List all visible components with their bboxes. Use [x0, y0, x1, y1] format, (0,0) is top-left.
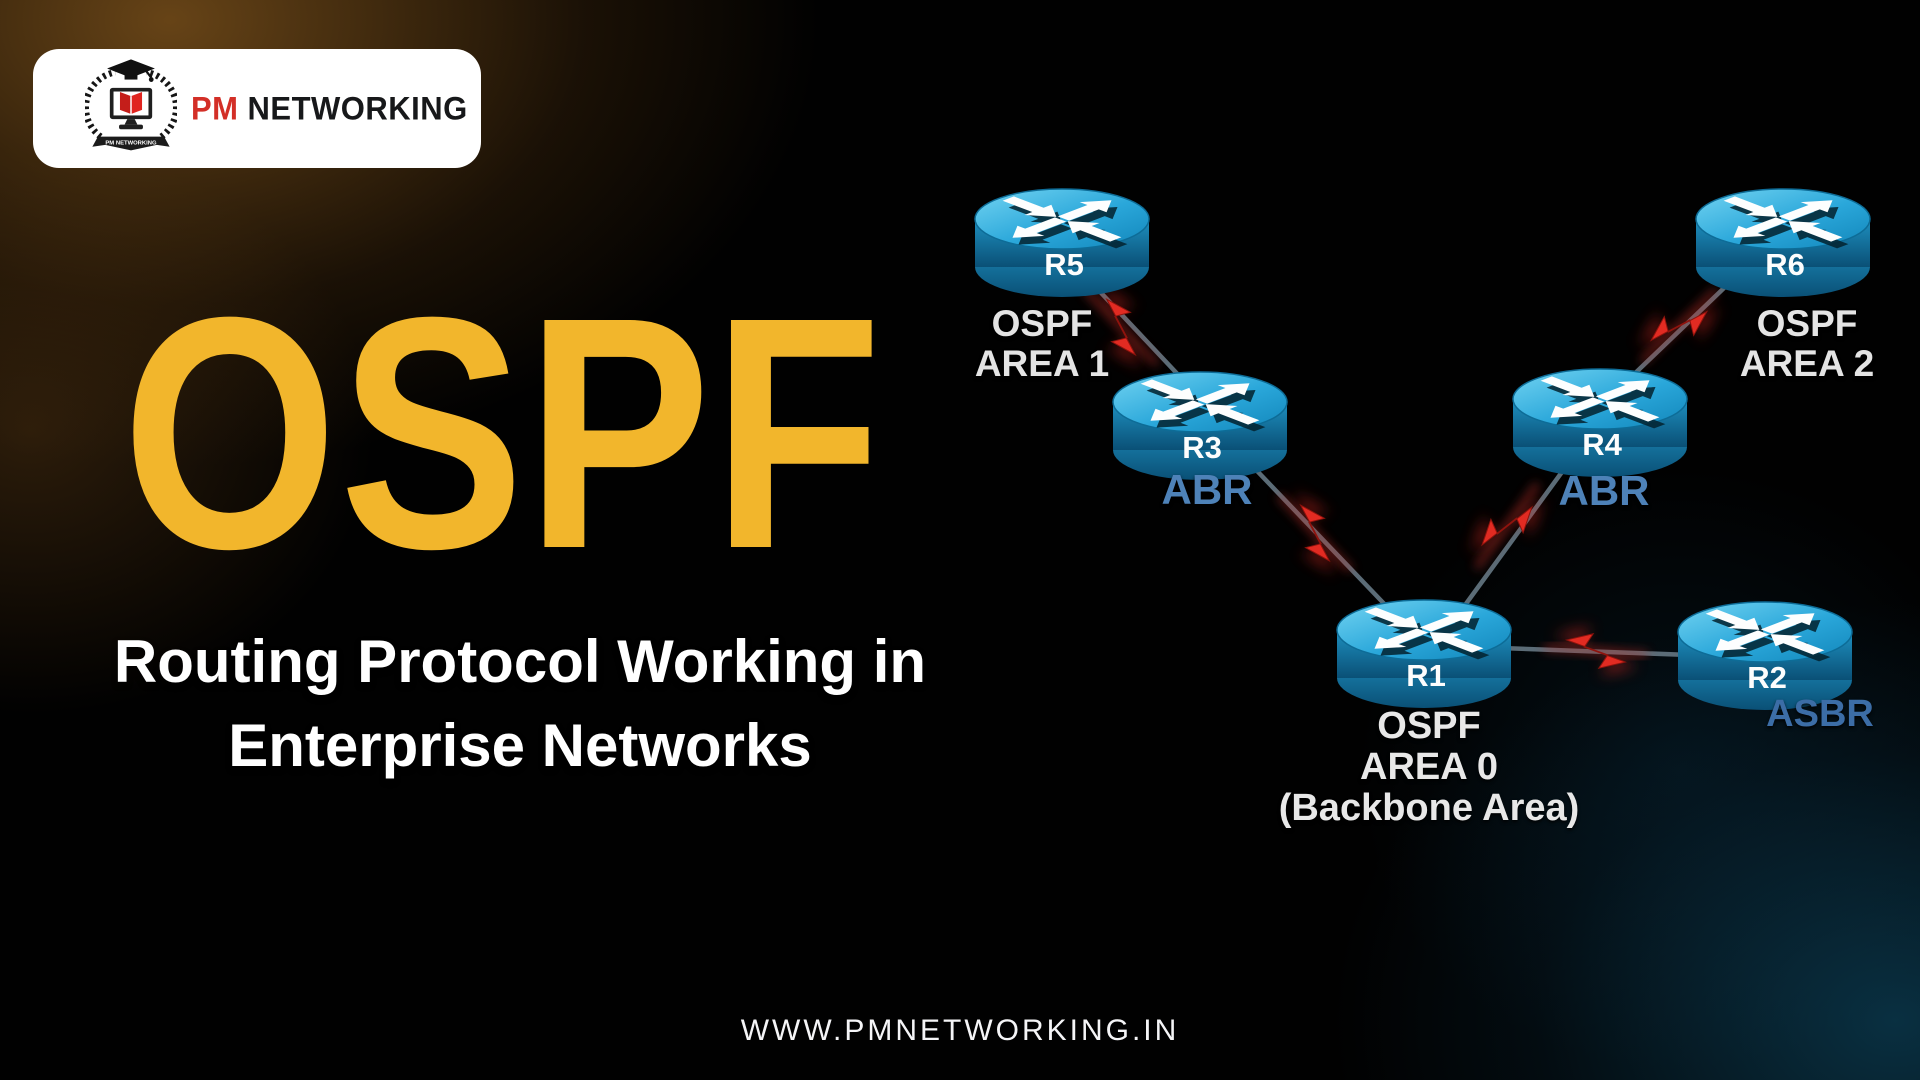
label-asbr-r2: ASBR	[1766, 694, 1874, 734]
router-name-label: R3	[1182, 430, 1222, 465]
page-title: OSPF	[122, 248, 884, 617]
book-icon	[119, 91, 143, 114]
label-ospf-area-0-line-3: (Backbone Area)	[1278, 787, 1580, 829]
page-subtitle: Routing Protocol Working in Enterprise N…	[40, 620, 1000, 788]
subtitle-line-2: Enterprise Networks	[228, 712, 812, 779]
router-name-label: R5	[1044, 247, 1084, 282]
router-r6: R6	[1695, 188, 1871, 297]
label-abr-r3-line-1: ABR	[1161, 466, 1253, 513]
router-name-label: R1	[1406, 658, 1446, 693]
monitor-icon	[109, 87, 153, 129]
website-url: WWW.PMNETWORKING.IN	[740, 1014, 1180, 1047]
label-abr-r4-line-1: ABR	[1558, 467, 1650, 514]
lightning-bolt-icon	[1461, 476, 1553, 576]
router-r5: R5	[974, 188, 1150, 297]
wreath-icon	[85, 68, 117, 139]
ribbon-banner: PM NETWORKING	[92, 136, 170, 150]
label-ospf-area-0-line-2: AREA 0	[1360, 746, 1498, 788]
label-asbr-r2-line-1: ASBR	[1766, 693, 1874, 735]
label-ospf-area-1-line-2: AREA 1	[974, 343, 1110, 384]
label-ospf-area-0-line-1: OSPF	[1377, 705, 1481, 747]
router-r2: R2	[1677, 601, 1853, 710]
subtitle-line-1: Routing Protocol Working in	[113, 628, 927, 695]
router-name-label: R6	[1765, 247, 1805, 282]
router-name-label: R2	[1747, 660, 1787, 695]
router-r1: R1	[1336, 599, 1512, 708]
label-ospf-area-2-line-2: AREA 2	[1739, 343, 1875, 384]
label-ospf-area-1-line-1: OSPF	[991, 303, 1093, 344]
router-r4: R4	[1512, 368, 1688, 477]
label-ospf-area-2-line-1: OSPF	[1756, 303, 1858, 344]
pm-networking-logo-icon: PM NETWORKING	[85, 58, 177, 150]
router-r3: R3	[1112, 371, 1288, 480]
logo-text-networking: NETWORKING	[247, 89, 468, 127]
logo-text-pm: PM	[191, 89, 239, 127]
label-abr-r3: ABR	[1162, 468, 1253, 512]
label-abr-r4: ABR	[1559, 469, 1650, 513]
ribbon-text: PM NETWORKING	[105, 140, 157, 146]
router-name-label: R4	[1582, 427, 1622, 462]
